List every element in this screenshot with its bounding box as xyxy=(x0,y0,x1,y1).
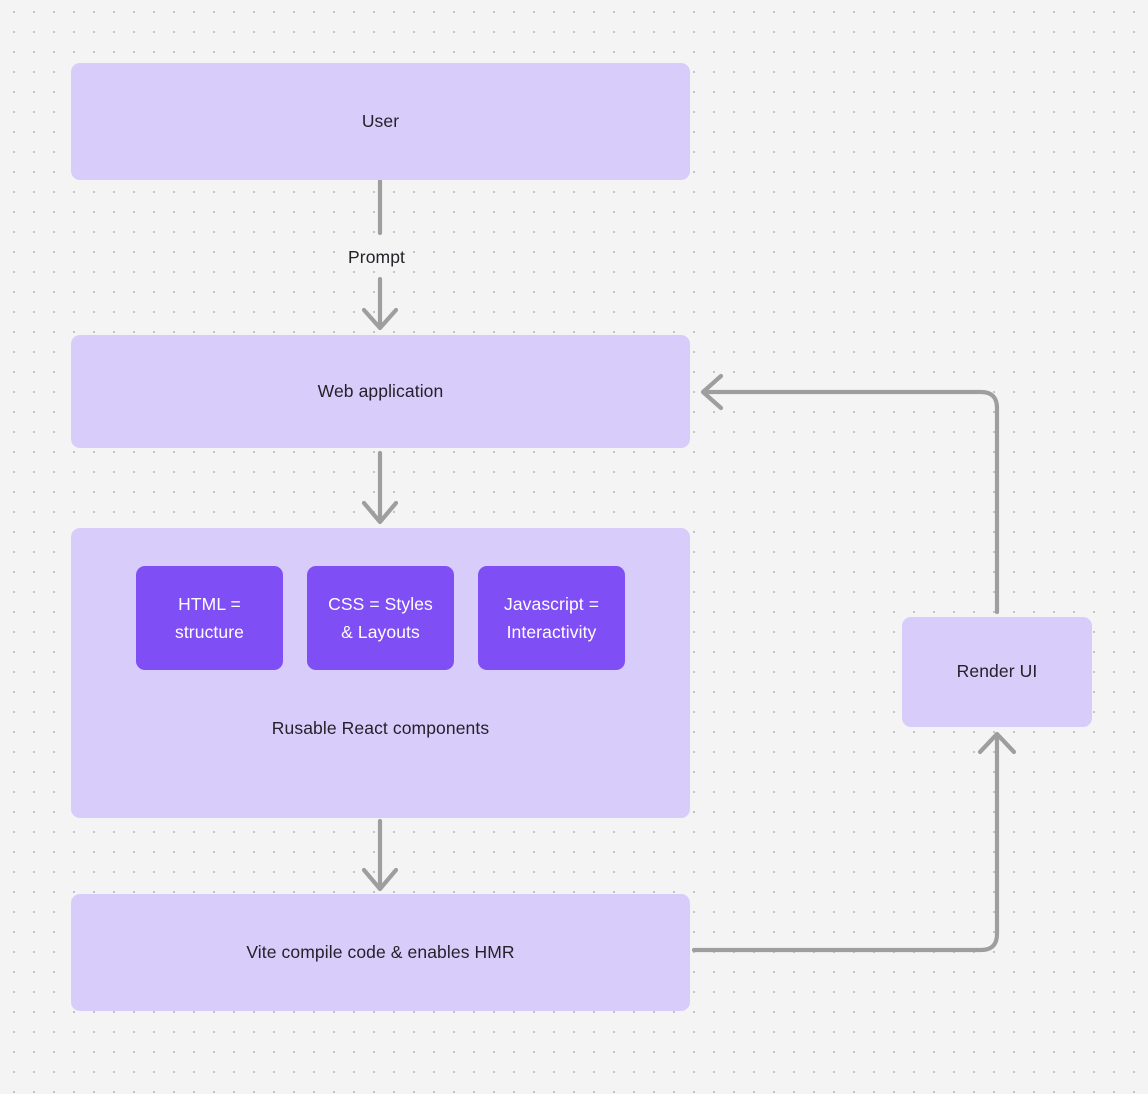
component-box-javascript-label: Javascript = Interactivity xyxy=(503,593,600,642)
edge-webapp-to-components-arrowhead xyxy=(361,500,399,525)
component-box-html[interactable]: HTML = structure xyxy=(136,566,283,670)
node-reusable-react-components[interactable]: HTML = structure CSS = Styles & Layouts … xyxy=(71,528,690,818)
node-vite-compile-label: Vite compile code & enables HMR xyxy=(246,941,515,962)
edge-label-prompt: Prompt xyxy=(341,245,413,270)
component-box-css[interactable]: CSS = Styles & Layouts xyxy=(307,566,454,670)
edge-components-to-vite-arrowhead xyxy=(361,867,399,892)
components-caption: Rusable React components xyxy=(271,718,490,738)
component-box-css-label: CSS = Styles & Layouts xyxy=(328,593,433,642)
component-box-html-label: HTML = structure xyxy=(175,593,244,642)
edge-vite-to-render-line xyxy=(691,733,1000,953)
edge-render-to-webapp-arrowhead xyxy=(700,373,724,411)
node-web-application[interactable]: Web application xyxy=(71,335,690,448)
node-user[interactable]: User xyxy=(71,63,690,180)
node-render-ui[interactable]: Render UI xyxy=(902,617,1092,727)
node-vite-compile[interactable]: Vite compile code & enables HMR xyxy=(71,894,690,1011)
node-render-ui-label: Render UI xyxy=(956,661,1038,682)
edge-user-to-webapp-arrowhead xyxy=(361,307,399,331)
edge-render-to-webapp-line xyxy=(702,389,1000,615)
node-web-application-label: Web application xyxy=(317,380,444,401)
component-box-row: HTML = structure CSS = Styles & Layouts … xyxy=(71,566,690,670)
component-box-javascript[interactable]: Javascript = Interactivity xyxy=(478,566,625,670)
edge-vite-to-render-arrowhead xyxy=(977,731,1017,755)
node-user-label: User xyxy=(361,110,400,131)
